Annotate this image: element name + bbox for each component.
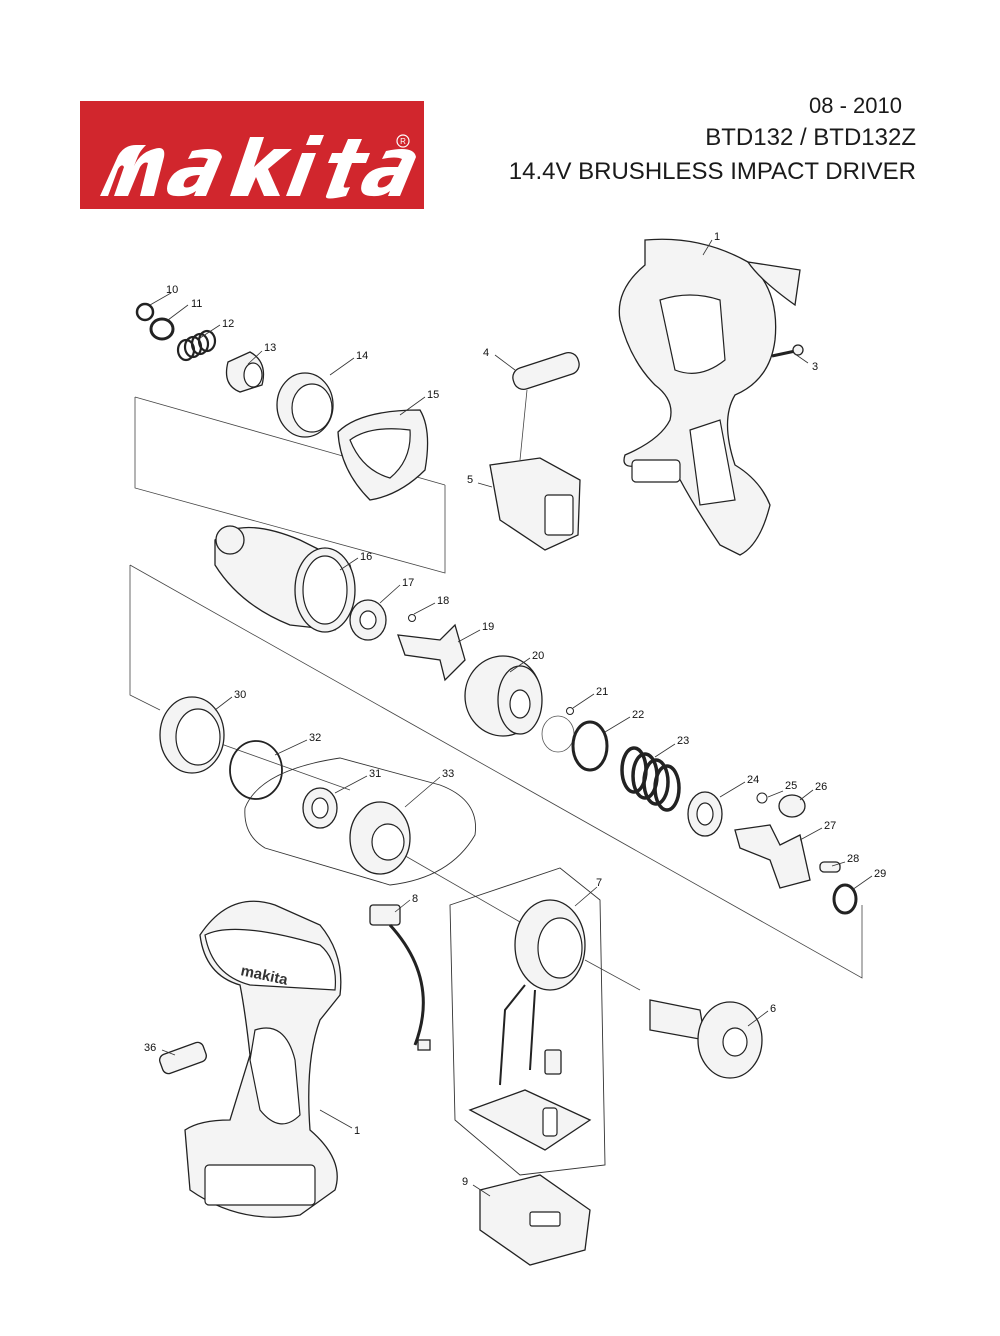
revision-date: 08 - 2010 bbox=[809, 93, 902, 118]
callout-1a: 1 bbox=[714, 231, 720, 243]
callout-16: 16 bbox=[360, 551, 372, 563]
lead-wire-part bbox=[369, 904, 431, 1051]
callout-4: 4 bbox=[483, 347, 489, 359]
callout-11: 11 bbox=[191, 298, 202, 310]
assembly-guide-lines bbox=[129, 389, 863, 991]
callout-33: 33 bbox=[442, 768, 454, 780]
callout-7: 7 bbox=[596, 877, 602, 889]
spindle-parts bbox=[687, 791, 858, 915]
callout-24: 24 bbox=[747, 774, 759, 786]
callout-30: 30 bbox=[234, 689, 246, 701]
callout-14: 14 bbox=[356, 350, 368, 362]
plate-part bbox=[159, 1041, 207, 1075]
callout-23: 23 bbox=[677, 735, 689, 747]
callout-8: 8 bbox=[412, 893, 418, 905]
registered-mark-text: R bbox=[400, 137, 406, 146]
callout-1b: 1 bbox=[354, 1125, 360, 1137]
callout-29: 29 bbox=[874, 868, 886, 880]
callout-numbers: 1 3 4 5 6 7 8 9 10 11 12 13 14 15 16 17 … bbox=[144, 231, 886, 1188]
makita-logo-art: R bbox=[100, 134, 416, 199]
callout-15: 15 bbox=[427, 389, 439, 401]
model-number: BTD132 / BTD132Z bbox=[705, 124, 916, 151]
callout-3: 3 bbox=[812, 361, 818, 373]
terminal-part bbox=[479, 1174, 591, 1266]
callout-10: 10 bbox=[166, 284, 178, 296]
bearing-retainer-group bbox=[244, 757, 477, 886]
o-ring-part bbox=[229, 740, 283, 800]
callout-20: 20 bbox=[532, 650, 544, 662]
makita-logo: R bbox=[80, 101, 424, 209]
callout-21: 21 bbox=[596, 686, 608, 698]
callout-27: 27 bbox=[824, 820, 836, 832]
callout-12: 12 bbox=[222, 318, 234, 330]
callout-31: 31 bbox=[369, 768, 381, 780]
callout-9: 9 bbox=[462, 1176, 468, 1188]
callout-13: 13 bbox=[264, 342, 276, 354]
callout-17: 17 bbox=[402, 577, 414, 589]
product-description: 14.4V BRUSHLESS IMPACT DRIVER bbox=[508, 158, 916, 185]
anvil-hammer-parts bbox=[349, 599, 681, 812]
callout-25: 25 bbox=[785, 780, 797, 792]
stator-controller-group bbox=[449, 867, 606, 1176]
callout-22: 22 bbox=[632, 709, 644, 721]
callout-5: 5 bbox=[467, 474, 473, 486]
callout-32: 32 bbox=[309, 732, 321, 744]
callout-28: 28 bbox=[847, 853, 859, 865]
hammer-case-part bbox=[214, 525, 356, 633]
callout-6: 6 bbox=[770, 1003, 776, 1015]
screw-part bbox=[771, 344, 804, 358]
callout-19: 19 bbox=[482, 621, 494, 633]
front-cover-ring-part bbox=[159, 696, 225, 774]
callout-26: 26 bbox=[815, 781, 827, 793]
switch-lever-part bbox=[512, 351, 580, 391]
callout-18: 18 bbox=[437, 595, 449, 607]
switch-part bbox=[489, 457, 581, 551]
callout-36: 36 bbox=[144, 1042, 156, 1054]
leader-lines bbox=[149, 239, 873, 1197]
rotor-part bbox=[649, 999, 763, 1079]
assembled-housing-part: makita bbox=[184, 900, 342, 1218]
housing-half-part bbox=[618, 238, 801, 556]
front-small-parts bbox=[135, 302, 429, 501]
registered-mark-icon bbox=[396, 134, 410, 148]
